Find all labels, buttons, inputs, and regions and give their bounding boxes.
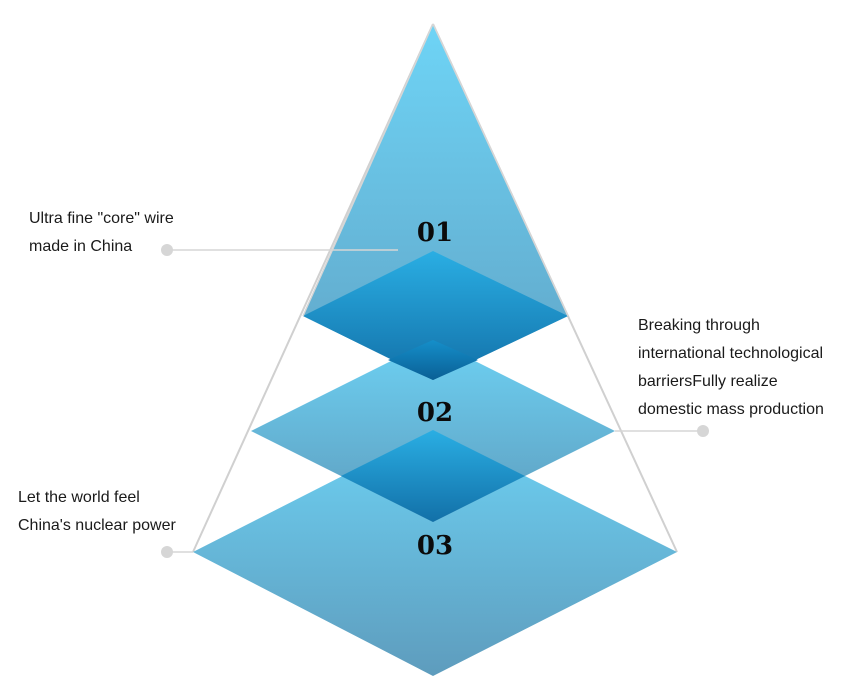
connector-01 <box>161 244 398 256</box>
layer-03-caption: Let the world feel China's nuclear power <box>18 484 176 540</box>
connector-03 <box>161 546 193 558</box>
layer-03-number: 03 <box>417 531 453 561</box>
outline-left-edge <box>192 23 434 553</box>
connector-02-dot <box>697 425 709 437</box>
layer-01-caption: Ultra fine "core" wire made in China <box>29 205 174 261</box>
caption-line: domestic mass production <box>638 401 824 418</box>
overlap-02-03 <box>341 430 525 522</box>
caption-line: international technological <box>638 345 824 362</box>
layer-02-number: 02 <box>417 398 453 428</box>
layer-01-base-diamond <box>303 251 568 380</box>
caption-line: China's nuclear power <box>18 517 176 534</box>
layer-03-diamond <box>193 430 677 676</box>
caption-line: barriersFully realize <box>638 373 778 390</box>
connector-03-dot <box>161 546 173 558</box>
caption-line: Ultra fine "core" wire <box>29 210 174 227</box>
caption-line: Let the world feel <box>18 489 140 506</box>
connector-01-dot <box>161 244 173 256</box>
caption-line: Breaking through <box>638 317 760 334</box>
overlap-01-02 <box>388 340 478 380</box>
layer-01-number: 01 <box>417 218 453 248</box>
connector-02 <box>615 425 709 437</box>
top-pyramid-edges <box>302 23 569 317</box>
layer-02-caption: Breaking through international technolog… <box>638 312 824 424</box>
caption-line: made in China <box>29 238 133 255</box>
